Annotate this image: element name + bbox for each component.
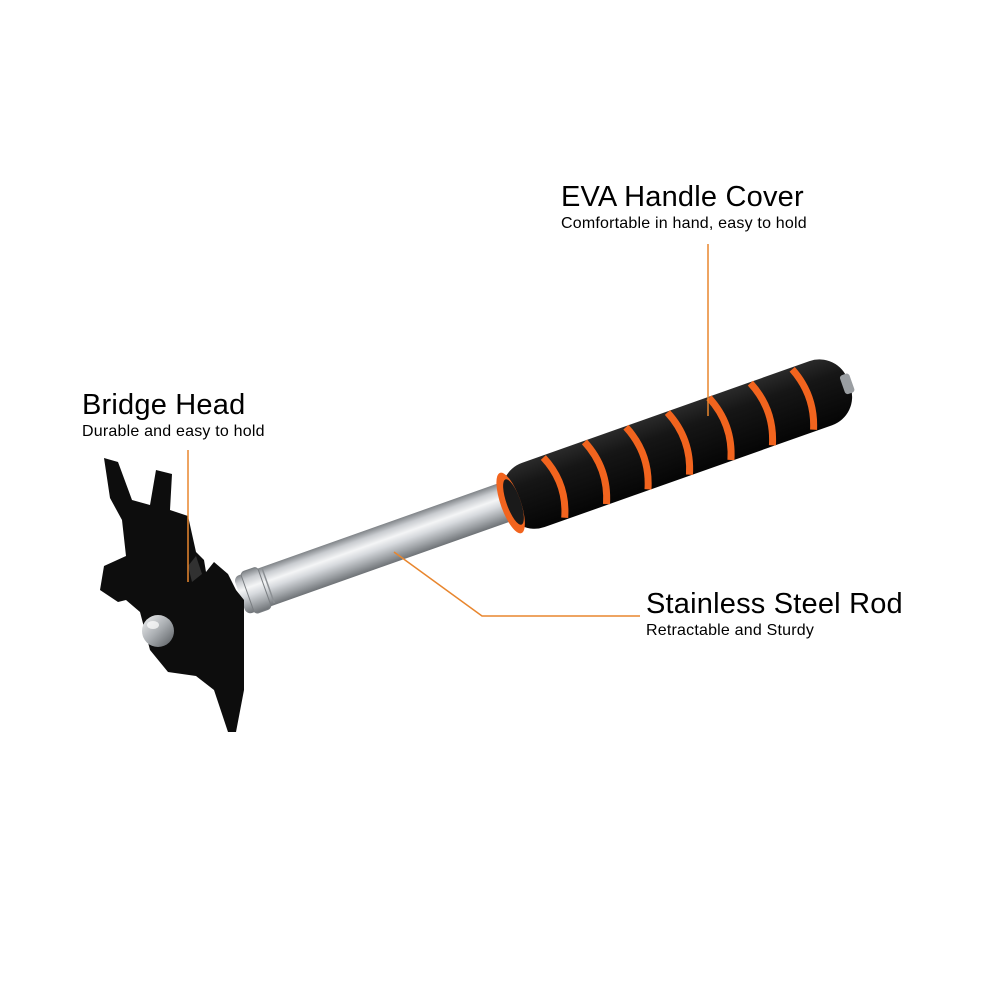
handle-callout: EVA Handle Cover Comfortable in hand, ea… xyxy=(561,183,807,232)
eva-handle xyxy=(496,359,855,534)
handle-callout-title: EVA Handle Cover xyxy=(561,181,804,213)
head-callout-subtitle: Durable and easy to hold xyxy=(82,423,265,440)
rod-callout-title: Stainless Steel Rod xyxy=(646,588,903,620)
bridge-head xyxy=(100,458,244,732)
head-callout-title: Bridge Head xyxy=(82,389,246,421)
steel-rod xyxy=(234,478,528,614)
head-callout: Bridge Head Durable and easy to hold xyxy=(82,391,265,440)
handle-callout-subtitle: Comfortable in hand, easy to hold xyxy=(561,215,807,232)
rod-leader-line xyxy=(393,551,640,617)
rod-callout: Stainless Steel Rod Retractable and Stur… xyxy=(646,590,903,639)
rod-callout-subtitle: Retractable and Sturdy xyxy=(646,622,815,639)
